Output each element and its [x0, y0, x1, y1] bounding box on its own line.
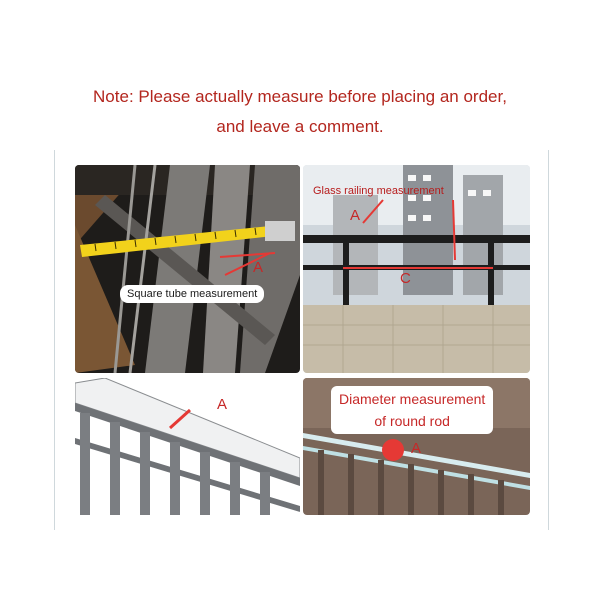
square-tube-photo: A Square tube measurement — [75, 165, 300, 373]
glass-railing-illustration — [303, 165, 530, 373]
glass-railing-marker-a: A — [350, 207, 361, 224]
glass-railing-marker-c: C — [400, 270, 411, 287]
flat-rail-illustration — [75, 378, 300, 515]
glass-railing-photo: Glass railing measurement A C — [303, 165, 530, 373]
note-line-2: and leave a comment. — [216, 117, 384, 136]
round-rod-caption-line1: Diameter measurement — [339, 391, 486, 407]
divider-left — [54, 150, 55, 530]
divider-right — [548, 150, 549, 530]
note-line-1: Note: Please actually measure before pla… — [93, 87, 507, 106]
square-tube-illustration — [75, 165, 300, 373]
square-tube-caption: Square tube measurement — [120, 285, 265, 303]
flat-rail-illustration-panel: A — [75, 378, 300, 515]
glass-railing-caption: Glass railing measurement — [313, 185, 444, 197]
round-rod-caption-box: Diameter measurement of round rod — [331, 386, 494, 434]
round-rod-photo: Diameter measurement of round rod A — [303, 378, 530, 515]
round-rod-caption-line2: of round rod — [374, 413, 450, 429]
square-tube-marker: A — [253, 259, 264, 276]
round-rod-marker: A — [411, 440, 422, 457]
flat-rail-marker: A — [217, 396, 228, 413]
